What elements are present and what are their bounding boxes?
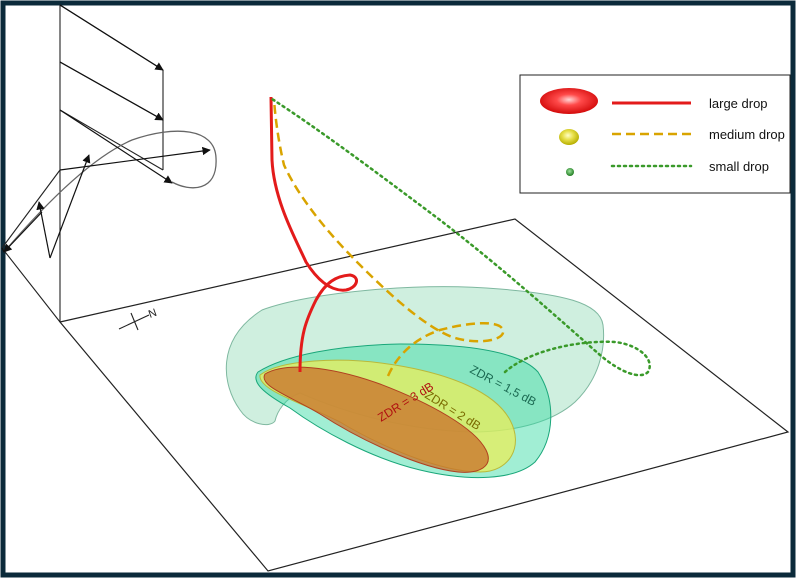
large-drop-icon — [540, 88, 598, 114]
medium-drop-trajectory — [272, 98, 505, 377]
medium-drop-label: medium drop — [709, 127, 785, 142]
legend-item-medium-drop: medium drop — [559, 127, 785, 145]
medium-drop-icon — [559, 129, 579, 145]
compass: N — [118, 307, 159, 331]
legend: large drop medium drop small drop — [519, 74, 791, 194]
legend-item-small-drop: small drop — [566, 159, 769, 176]
wind-vectors — [1, 4, 211, 259]
wind-profile — [1, 4, 164, 323]
small-drop-icon — [566, 168, 574, 176]
north-label: N — [147, 307, 159, 321]
large-drop-label: large drop — [709, 96, 768, 111]
legend-item-large-drop: large drop — [540, 88, 768, 114]
small-drop-trajectory — [270, 97, 651, 377]
hodograph-curve — [3, 130, 217, 253]
small-drop-label: small drop — [709, 159, 769, 174]
zdr-3-zone — [263, 366, 489, 473]
large-drop-trajectory — [269, 96, 358, 373]
